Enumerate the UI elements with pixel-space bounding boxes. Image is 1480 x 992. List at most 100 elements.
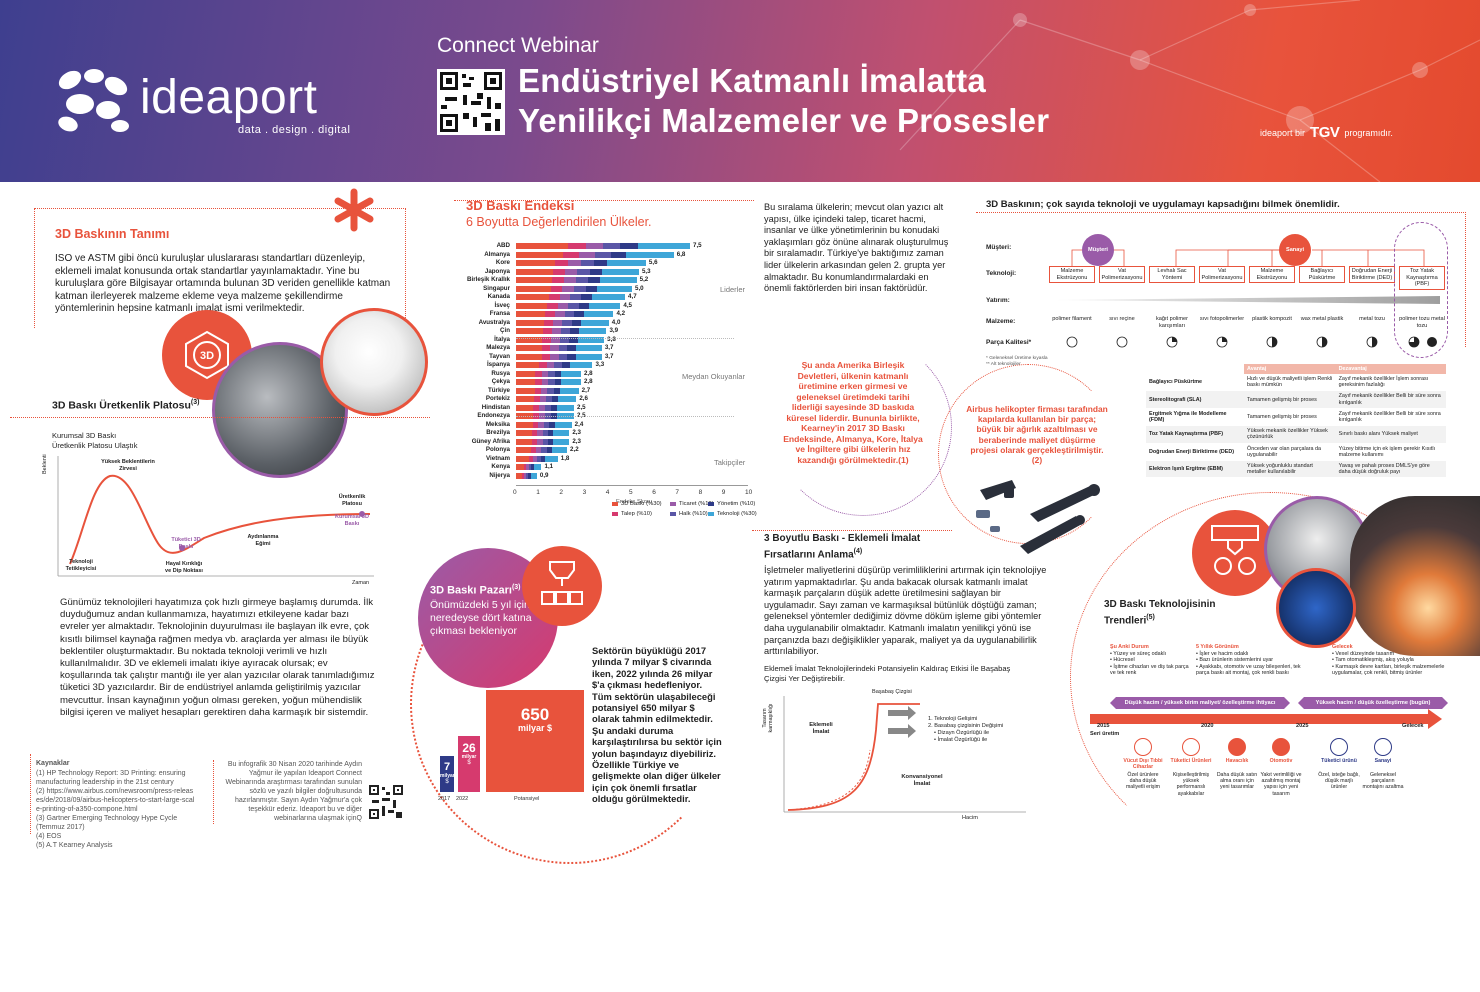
enterprise-l2: Baskı [344,520,360,527]
country-label: Malezya [486,344,510,351]
small-qr-code-icon[interactable] [368,784,404,820]
bar-segment [589,268,602,275]
breakeven-points: 1. Teknoloji Gelişimi 2. Basabaş çizgisi… [928,716,1003,744]
slope-l2: Eğimi [255,540,271,547]
country-bar [516,379,581,385]
bar-value: 4,0 [611,318,621,326]
table-disadvantage: Zayıf mekanik özellikler Belli bir süre … [1335,390,1446,409]
bar-segment [516,285,551,292]
bar-segment [516,268,553,275]
bar-value: 2,8 [583,378,593,385]
market-bar-unit: milyar $ [517,723,553,733]
bar-segment [531,464,534,470]
bar-segment [568,336,578,343]
bar-segment [516,328,544,334]
trend-col1-title: Şu Anki Durum [1110,644,1149,650]
country-label: Kanada [487,293,510,300]
trend-col2-item: • Ayakkabı, otomotiv ve uzay bileşenleri… [1196,663,1301,677]
platform-chart-title: Kurumsal 3D Baskı Üretkenlik Platosu Ula… [52,431,137,450]
platform-title-ref: (3) [190,399,200,406]
bar-segment [533,404,540,411]
country-bar [516,328,607,334]
legend-label: Ticaret (%10) [679,501,714,507]
bar-segment [516,311,546,317]
tier-separator-2 [516,416,734,417]
tech-box: Malzeme Ekstrüzyonu [1249,266,1295,283]
bar-segment [516,294,549,300]
market-bar-value: 7 [443,761,451,773]
source-3: (3) Gartner Emerging Technology Hype Cyc… [36,815,178,831]
table-header-advantage: Avantaj [1244,364,1336,374]
bar-segment [549,421,555,428]
bar-segment [537,438,543,445]
bar-segment [516,260,555,266]
bar-segment [569,362,593,368]
network-decoration [899,0,1480,182]
market-bar-label: 2017 [438,796,451,802]
bar-segment [574,311,585,317]
bar-segment [560,336,569,343]
sector-icon [1330,738,1348,756]
trends-circle-frame [1070,492,1470,862]
source-1: (1) HP Technology Report: 3D Printing: e… [36,770,186,786]
table-disadvantage: Zayıf mekanik özellikler Belli bir süre … [1335,408,1446,427]
table-process: Ergitmek Yığma ile Modelleme (FDM) [1146,408,1244,427]
bar-segment [541,379,549,385]
x-tick: 3 [582,489,587,496]
bar-value: 2,2 [570,446,579,453]
material-label: sıvı fotopolimerler [1199,316,1245,322]
bar-segment [516,370,536,377]
bar-segment [542,430,548,436]
trend-col3-item: • Vexel düzeyinde tasarım [1332,650,1395,657]
page-title-line1: Endüstriyel Katmanlı İmalatta [518,62,986,99]
bar-segment [579,328,607,334]
bar-segment [553,430,570,436]
source-4: (4) EOS [36,833,62,840]
qr-code-icon[interactable] [437,69,505,135]
trend-col2-item: • İşler ve hacim odaklı [1196,650,1249,657]
breakeven-chart [783,696,1026,813]
peak-l2: Zirvesi [119,465,137,472]
bar-segment [559,387,579,394]
bar-segment [547,302,558,309]
legend-swatch [612,502,618,506]
bar-value: 3,7 [604,344,614,351]
country-bar [516,345,602,351]
sources-title: Kaynaklar [36,760,70,767]
bar-segment [551,447,567,453]
x-axis-line [516,485,748,486]
row-technology: Teknoloji: [986,270,1017,277]
bar-segment [516,302,548,309]
quality-pie-icon [1116,336,1128,348]
pbf-highlight [1394,222,1448,358]
country-bar [516,370,581,377]
table-process: Stereolitografi (SLA) [1146,390,1244,409]
bar-segment [516,387,535,394]
sector-icon [1228,738,1246,756]
bar-segment [538,362,547,368]
sector-title: Tüketici ürünü [1321,758,1357,764]
opp-divider [752,530,952,531]
hype-y-axis: Beklenti [42,454,48,474]
year-2020: 2020 [1201,723,1214,729]
x-tick: 8 [698,489,703,496]
tech-map-title: 3D Baskının; çok sayıda teknoloji ve uyg… [986,199,1340,210]
bar-segment [585,285,598,292]
x-tick: 2 [559,489,564,496]
country-label: Kore [495,259,510,266]
source-2[interactable]: (2) https://www.airbus.com/newsroom/pres… [36,788,195,813]
country-label: Endonezya [477,412,510,419]
bar-segment [545,311,555,317]
country-label: Nijerya [489,471,510,479]
market-bar-unit: milyar [440,773,455,779]
platform-title: 3D Baskı Üretkenlik Platosu(3) [52,399,199,412]
country-label: Portekiz [485,395,510,402]
bar-segment [570,328,580,334]
bar-value: 4,5 [623,301,632,309]
bar-segment [542,438,548,445]
country-bar [516,455,558,462]
bar-segment [579,251,595,258]
legend-item: Halk (%10) [670,511,708,517]
conventional-label: Konvansiyonel İmalat [901,774,943,787]
